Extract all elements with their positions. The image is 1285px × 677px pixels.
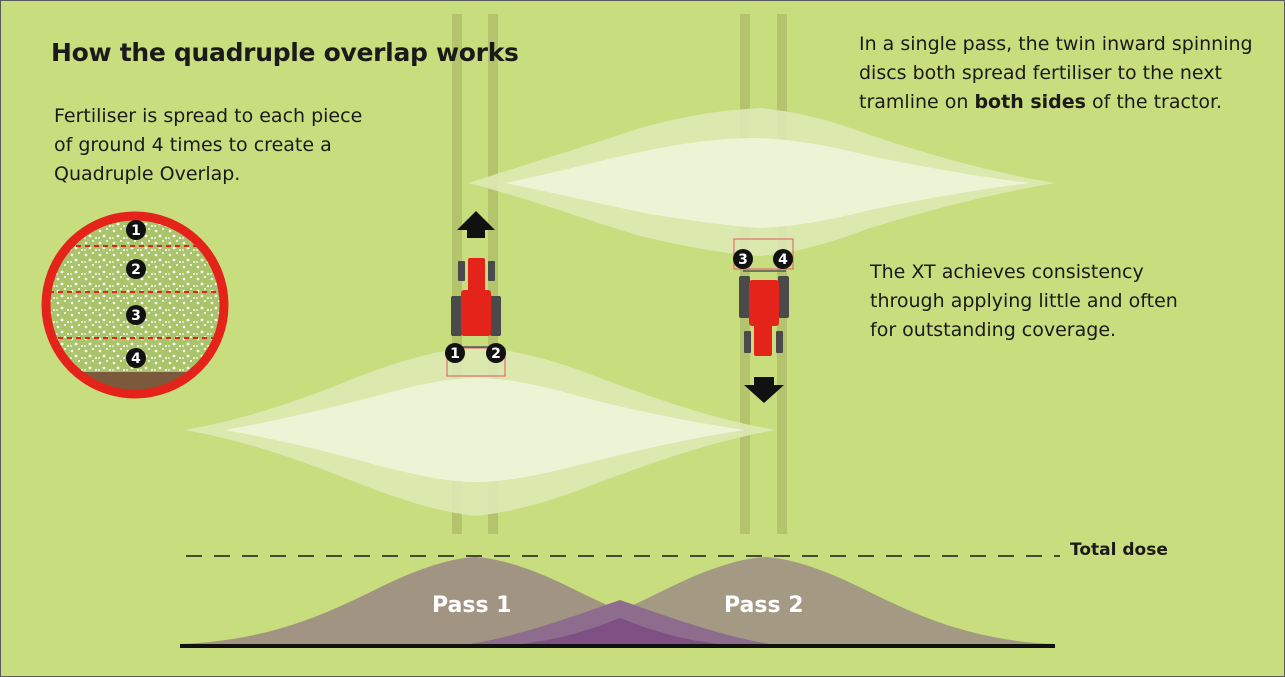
spread-pattern-pass1 [185, 346, 775, 516]
spread-pattern-pass2 [468, 108, 1055, 256]
xt-consistency-text: The XT achieves consistency through appl… [870, 261, 1178, 341]
layer-badge-2: 2 [126, 259, 146, 279]
disc-badge-4: 4 [773, 249, 793, 269]
pass2-label: Pass 2 [724, 593, 804, 618]
svg-text:4: 4 [131, 351, 141, 367]
single-pass-text: In a single pass, the twin inward spinni… [859, 30, 1279, 117]
soil-sample-magnifier [41, 211, 229, 399]
direction-arrow-down-icon [744, 377, 784, 403]
spreader-frame [733, 238, 794, 270]
tractor-pass1 [446, 211, 506, 377]
page-title: How the quadruple overlap works [51, 38, 519, 67]
disc-badge-2: 2 [486, 343, 506, 363]
single-pass-text-part1: In a single pass, the twin inward spinni… [859, 33, 1253, 113]
tramline-pass2-right [777, 14, 787, 534]
spreader-frame [446, 347, 506, 377]
disc-badge-1: 1 [445, 343, 465, 363]
spread-inner-pass1 [225, 378, 745, 482]
svg-text:4: 4 [778, 252, 788, 268]
dose-overlap-peak [520, 618, 720, 644]
svg-text:3: 3 [738, 252, 748, 268]
svg-text:3: 3 [131, 308, 141, 324]
pass1-label: Pass 1 [432, 593, 512, 618]
tractor-pass2 [733, 238, 794, 403]
tramline-pass2-left [740, 14, 750, 534]
single-pass-bold: both sides [974, 91, 1086, 113]
direction-arrow-up-icon [457, 211, 495, 238]
layer-badge-4: 4 [126, 348, 146, 368]
single-pass-text-part2: of the tractor. [1085, 91, 1223, 113]
magnifier-ring [41, 211, 229, 399]
svg-text:1: 1 [450, 346, 460, 362]
svg-text:1: 1 [131, 223, 141, 239]
svg-text:2: 2 [131, 262, 141, 278]
disc-badge-3: 3 [733, 249, 753, 269]
layer-badge-1: 1 [126, 220, 146, 240]
spread-inner-pass2 [505, 138, 1030, 228]
intro-text: Fertiliser is spread to each piece of gr… [54, 105, 363, 185]
layer-badge-3: 3 [126, 305, 146, 325]
total-dose-label: Total dose [1070, 540, 1168, 560]
dose-chart [180, 555, 1060, 648]
tramline-pass1-left [452, 14, 462, 534]
svg-text:2: 2 [491, 346, 501, 362]
